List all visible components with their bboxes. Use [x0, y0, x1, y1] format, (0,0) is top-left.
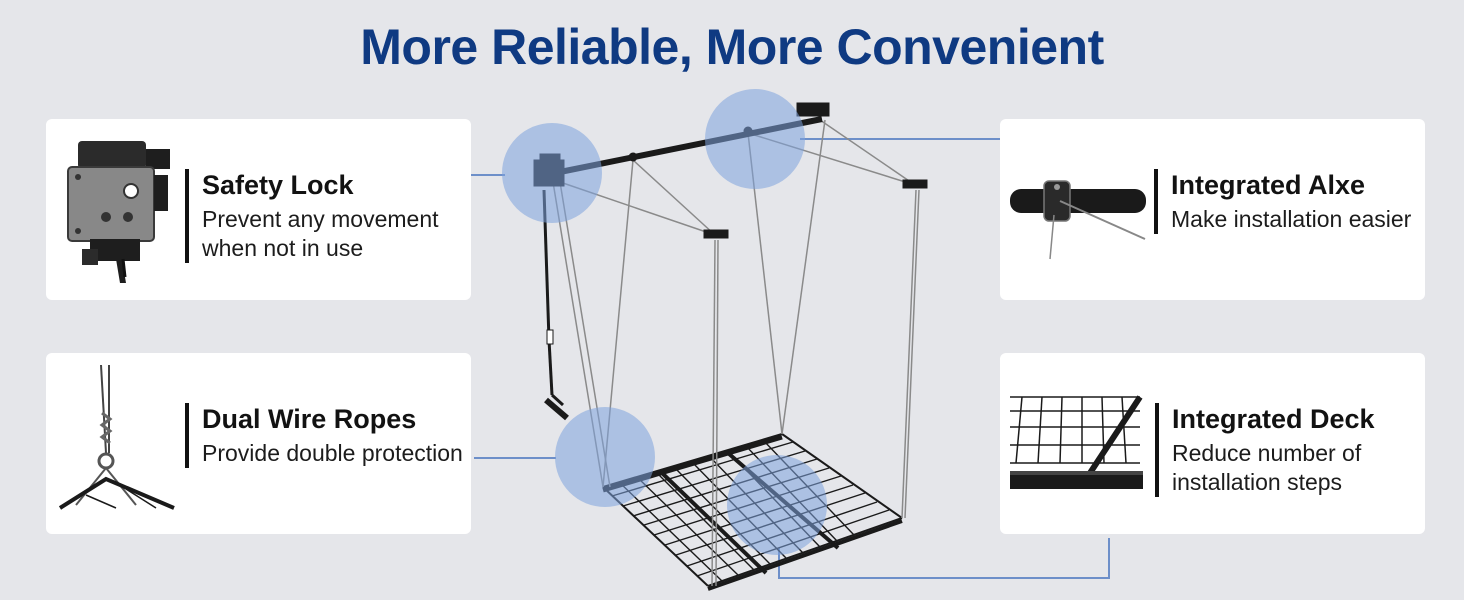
wire-mesh-deck-icon — [1010, 395, 1143, 489]
feature-text-integrated-axle: Integrated Alxe Make installation easier — [1154, 169, 1425, 234]
highlight-ropes — [555, 407, 655, 507]
wire-rope-hook-icon — [58, 364, 175, 510]
highlight-safety-lock — [502, 123, 602, 223]
feature-card-dual-wire-ropes: Dual Wire Ropes Provide double protectio… — [46, 353, 471, 534]
feature-title: Dual Wire Ropes — [202, 404, 417, 434]
feature-text-integrated-deck: Integrated Deck Reduce number of install… — [1155, 403, 1425, 497]
feature-description: Prevent any movement when not in use — [202, 206, 439, 261]
feature-title: Safety Lock — [202, 170, 354, 200]
feature-text-dual-wire-ropes: Dual Wire Ropes Provide double protectio… — [185, 403, 464, 468]
page-title: More Reliable, More Convenient — [360, 19, 1104, 75]
highlight-axle — [705, 89, 805, 189]
feature-text-safety-lock: Safety Lock Prevent any movement when no… — [185, 169, 464, 263]
feature-card-safety-lock: Safety Lock Prevent any movement when no… — [46, 119, 471, 300]
safety-lock-icon — [67, 141, 170, 283]
feature-title: Integrated Deck — [1172, 404, 1375, 434]
feature-card-integrated-axle: Integrated Alxe Make installation easier — [1000, 119, 1425, 300]
axle-bracket-icon — [1010, 180, 1146, 260]
crank-handle — [542, 189, 569, 421]
feature-description: Make installation easier — [1171, 206, 1412, 232]
feature-title: Integrated Alxe — [1171, 170, 1366, 200]
highlight-circles — [502, 89, 827, 555]
feature-description: Reduce number of installation steps — [1172, 440, 1362, 495]
highlight-deck — [727, 455, 827, 555]
feature-description: Provide double protection — [202, 440, 463, 466]
feature-card-integrated-deck: Integrated Deck Reduce number of install… — [1000, 353, 1425, 534]
